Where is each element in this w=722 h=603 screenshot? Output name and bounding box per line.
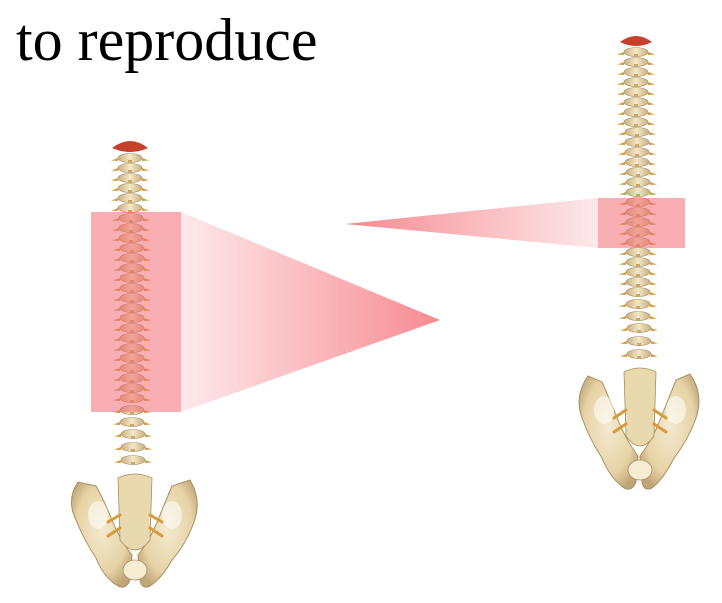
highlight-box-left — [91, 212, 181, 412]
highlight-box-right — [598, 198, 685, 248]
pelvis-right — [579, 368, 699, 489]
vertebra-top-cap — [112, 141, 148, 152]
spine-right — [579, 36, 699, 489]
spine-left — [71, 141, 197, 587]
pelvis-left — [71, 474, 197, 587]
callout-triangle-left — [181, 212, 440, 412]
callout-triangle-right — [345, 198, 598, 248]
vertebra-top-cap — [620, 36, 652, 46]
